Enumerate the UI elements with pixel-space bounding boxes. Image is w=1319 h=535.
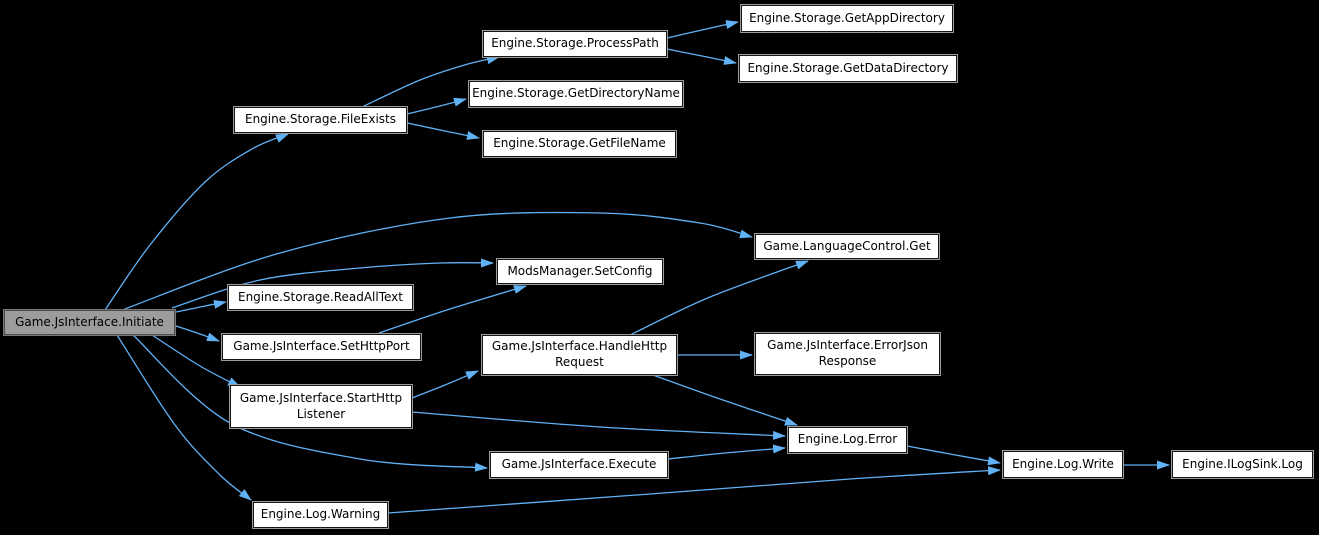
edge-initiate-to-read-all-text xyxy=(175,299,227,313)
node-label: Request xyxy=(555,355,604,369)
node-log-warning[interactable]: Engine.Log.Warning xyxy=(252,501,389,529)
node-label: Engine.Storage.GetAppDirectory xyxy=(749,10,945,25)
node-label: Game.JsInterface.Execute xyxy=(501,457,657,472)
node-label: Listener xyxy=(296,406,346,421)
edge-file-exists-to-get-directory-name xyxy=(406,97,467,115)
node-file-exists[interactable]: Engine.Storage.FileExists xyxy=(233,106,408,134)
node-label: Engine.Log.Error xyxy=(797,432,898,447)
edge-execute-to-log-error xyxy=(667,444,786,460)
node-label: Engine.Storage.FileExists xyxy=(244,112,396,127)
node-set-http-port[interactable]: Game.JsInterface.SetHttpPort xyxy=(221,333,422,361)
node-label: Engine.Log.Warning xyxy=(260,507,381,522)
edge-process-path-to-get-app-directory xyxy=(666,20,739,39)
edge-file-exists-to-get-file-name xyxy=(406,122,480,140)
node-label: Engine.Storage.GetDirectoryName xyxy=(472,86,680,101)
node-get-file-name[interactable]: Engine.Storage.GetFileName xyxy=(482,130,677,158)
edge-handle-http-request-to-log-error xyxy=(652,374,798,426)
edge-initiate-to-set-http-port xyxy=(175,325,220,342)
node-get-directory-name[interactable]: Engine.Storage.GetDirectoryName xyxy=(468,80,684,108)
node-label: Engine.Storage.ReadAllText xyxy=(237,289,403,304)
node-label: Engine.Log.Write xyxy=(1012,456,1114,471)
node-label: Engine.Storage.ProcessPath xyxy=(491,36,659,51)
node-get-app-directory[interactable]: Engine.Storage.GetAppDirectory xyxy=(740,4,954,33)
edge-log-warning-to-log-write xyxy=(387,466,1001,514)
node-language-control-get[interactable]: Game.LanguageControl.Get xyxy=(754,233,940,260)
node-get-data-directory[interactable]: Engine.Storage.GetDataDirectory xyxy=(738,54,958,83)
node-label: Engine.Storage.GetDataDirectory xyxy=(747,60,949,75)
node-label: Game.LanguageControl.Get xyxy=(763,238,931,253)
node-read-all-text[interactable]: Engine.Storage.ReadAllText xyxy=(227,284,414,311)
node-label: Game.JsInterface.StartHttp xyxy=(239,390,403,405)
node-initiate[interactable]: Game.JsInterface.Initiate xyxy=(3,309,176,336)
edge-start-http-listener-to-handle-http-request xyxy=(411,370,479,399)
node-label: Game.JsInterface.HandleHttp xyxy=(491,339,668,354)
edge-start-http-listener-to-log-error xyxy=(411,411,786,440)
node-ilogsink-log[interactable]: Engine.ILogSink.Log xyxy=(1171,450,1314,479)
node-label: ModsManager.SetConfig xyxy=(507,263,653,278)
node-execute[interactable]: Game.JsInterface.Execute xyxy=(489,451,669,479)
node-label: Response xyxy=(818,354,877,368)
node-process-path[interactable]: Engine.Storage.ProcessPath xyxy=(482,30,668,58)
node-label: Game.JsInterface.SetHttpPort xyxy=(233,339,410,354)
node-set-config[interactable]: ModsManager.SetConfig xyxy=(496,258,664,285)
node-label: Engine.ILogSink.Log xyxy=(1182,456,1303,471)
edge-log-error-to-log-write xyxy=(906,445,1001,466)
edge-initiate-to-file-exists xyxy=(104,133,289,311)
node-log-write[interactable]: Engine.Log.Write xyxy=(1002,450,1124,479)
edge-process-path-to-get-data-directory xyxy=(666,48,737,65)
node-label: Game.JsInterface.ErrorJson xyxy=(767,338,928,353)
node-label: Game.JsInterface.Initiate xyxy=(15,314,164,329)
node-log-error[interactable]: Engine.Log.Error xyxy=(787,426,908,454)
node-label: Engine.Storage.GetFileName xyxy=(493,136,666,151)
